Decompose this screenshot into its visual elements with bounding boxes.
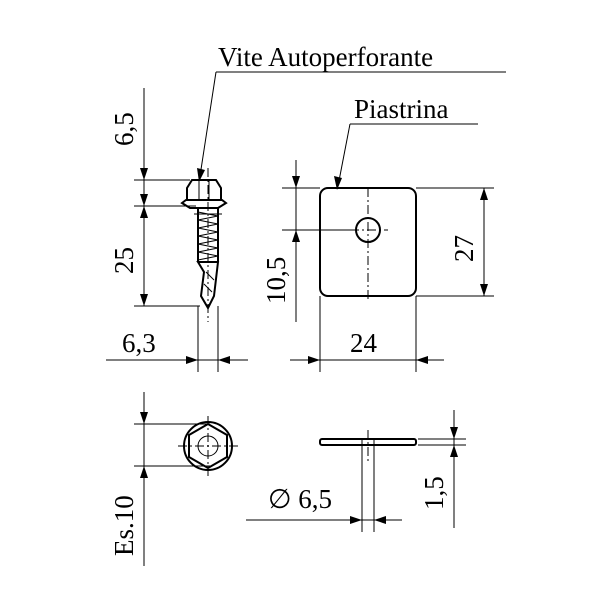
plate-front-view: [319, 187, 417, 302]
screw-top-view: [178, 416, 238, 476]
plate-thickness-dimension: [418, 410, 466, 528]
dim-plate-width: 24: [350, 328, 378, 358]
hole-offset-dimension: [282, 160, 356, 322]
dim-plate-height: 27: [449, 235, 479, 262]
plate-title: Piastrina: [354, 94, 449, 124]
plate-height-dimension: [416, 187, 494, 297]
dim-hex-size: Es.10: [109, 495, 139, 556]
screw-title: Vite Autoperforante: [218, 42, 433, 72]
screw-title-leader: [197, 71, 506, 182]
hex-size-dimension: [134, 392, 210, 566]
plate-section-view: [319, 430, 417, 462]
dim-hole-offset: 10,5: [261, 257, 291, 304]
dim-screw-diameter: 6,3: [122, 328, 156, 358]
plate-width-dimension: [290, 296, 444, 372]
hole-diameter-dimension: [246, 445, 402, 532]
dim-thread-length: 25: [109, 247, 139, 274]
plate-title-leader: [334, 123, 478, 190]
screw-side-view: [180, 168, 228, 322]
screw-diameter-dimension: [106, 306, 248, 372]
dim-hole-diameter: ∅ 6,5: [268, 484, 332, 514]
dim-head-height: 6,5: [109, 112, 139, 146]
screw-height-dimensions: [134, 88, 200, 307]
dim-plate-thickness: 1,5: [419, 476, 449, 510]
